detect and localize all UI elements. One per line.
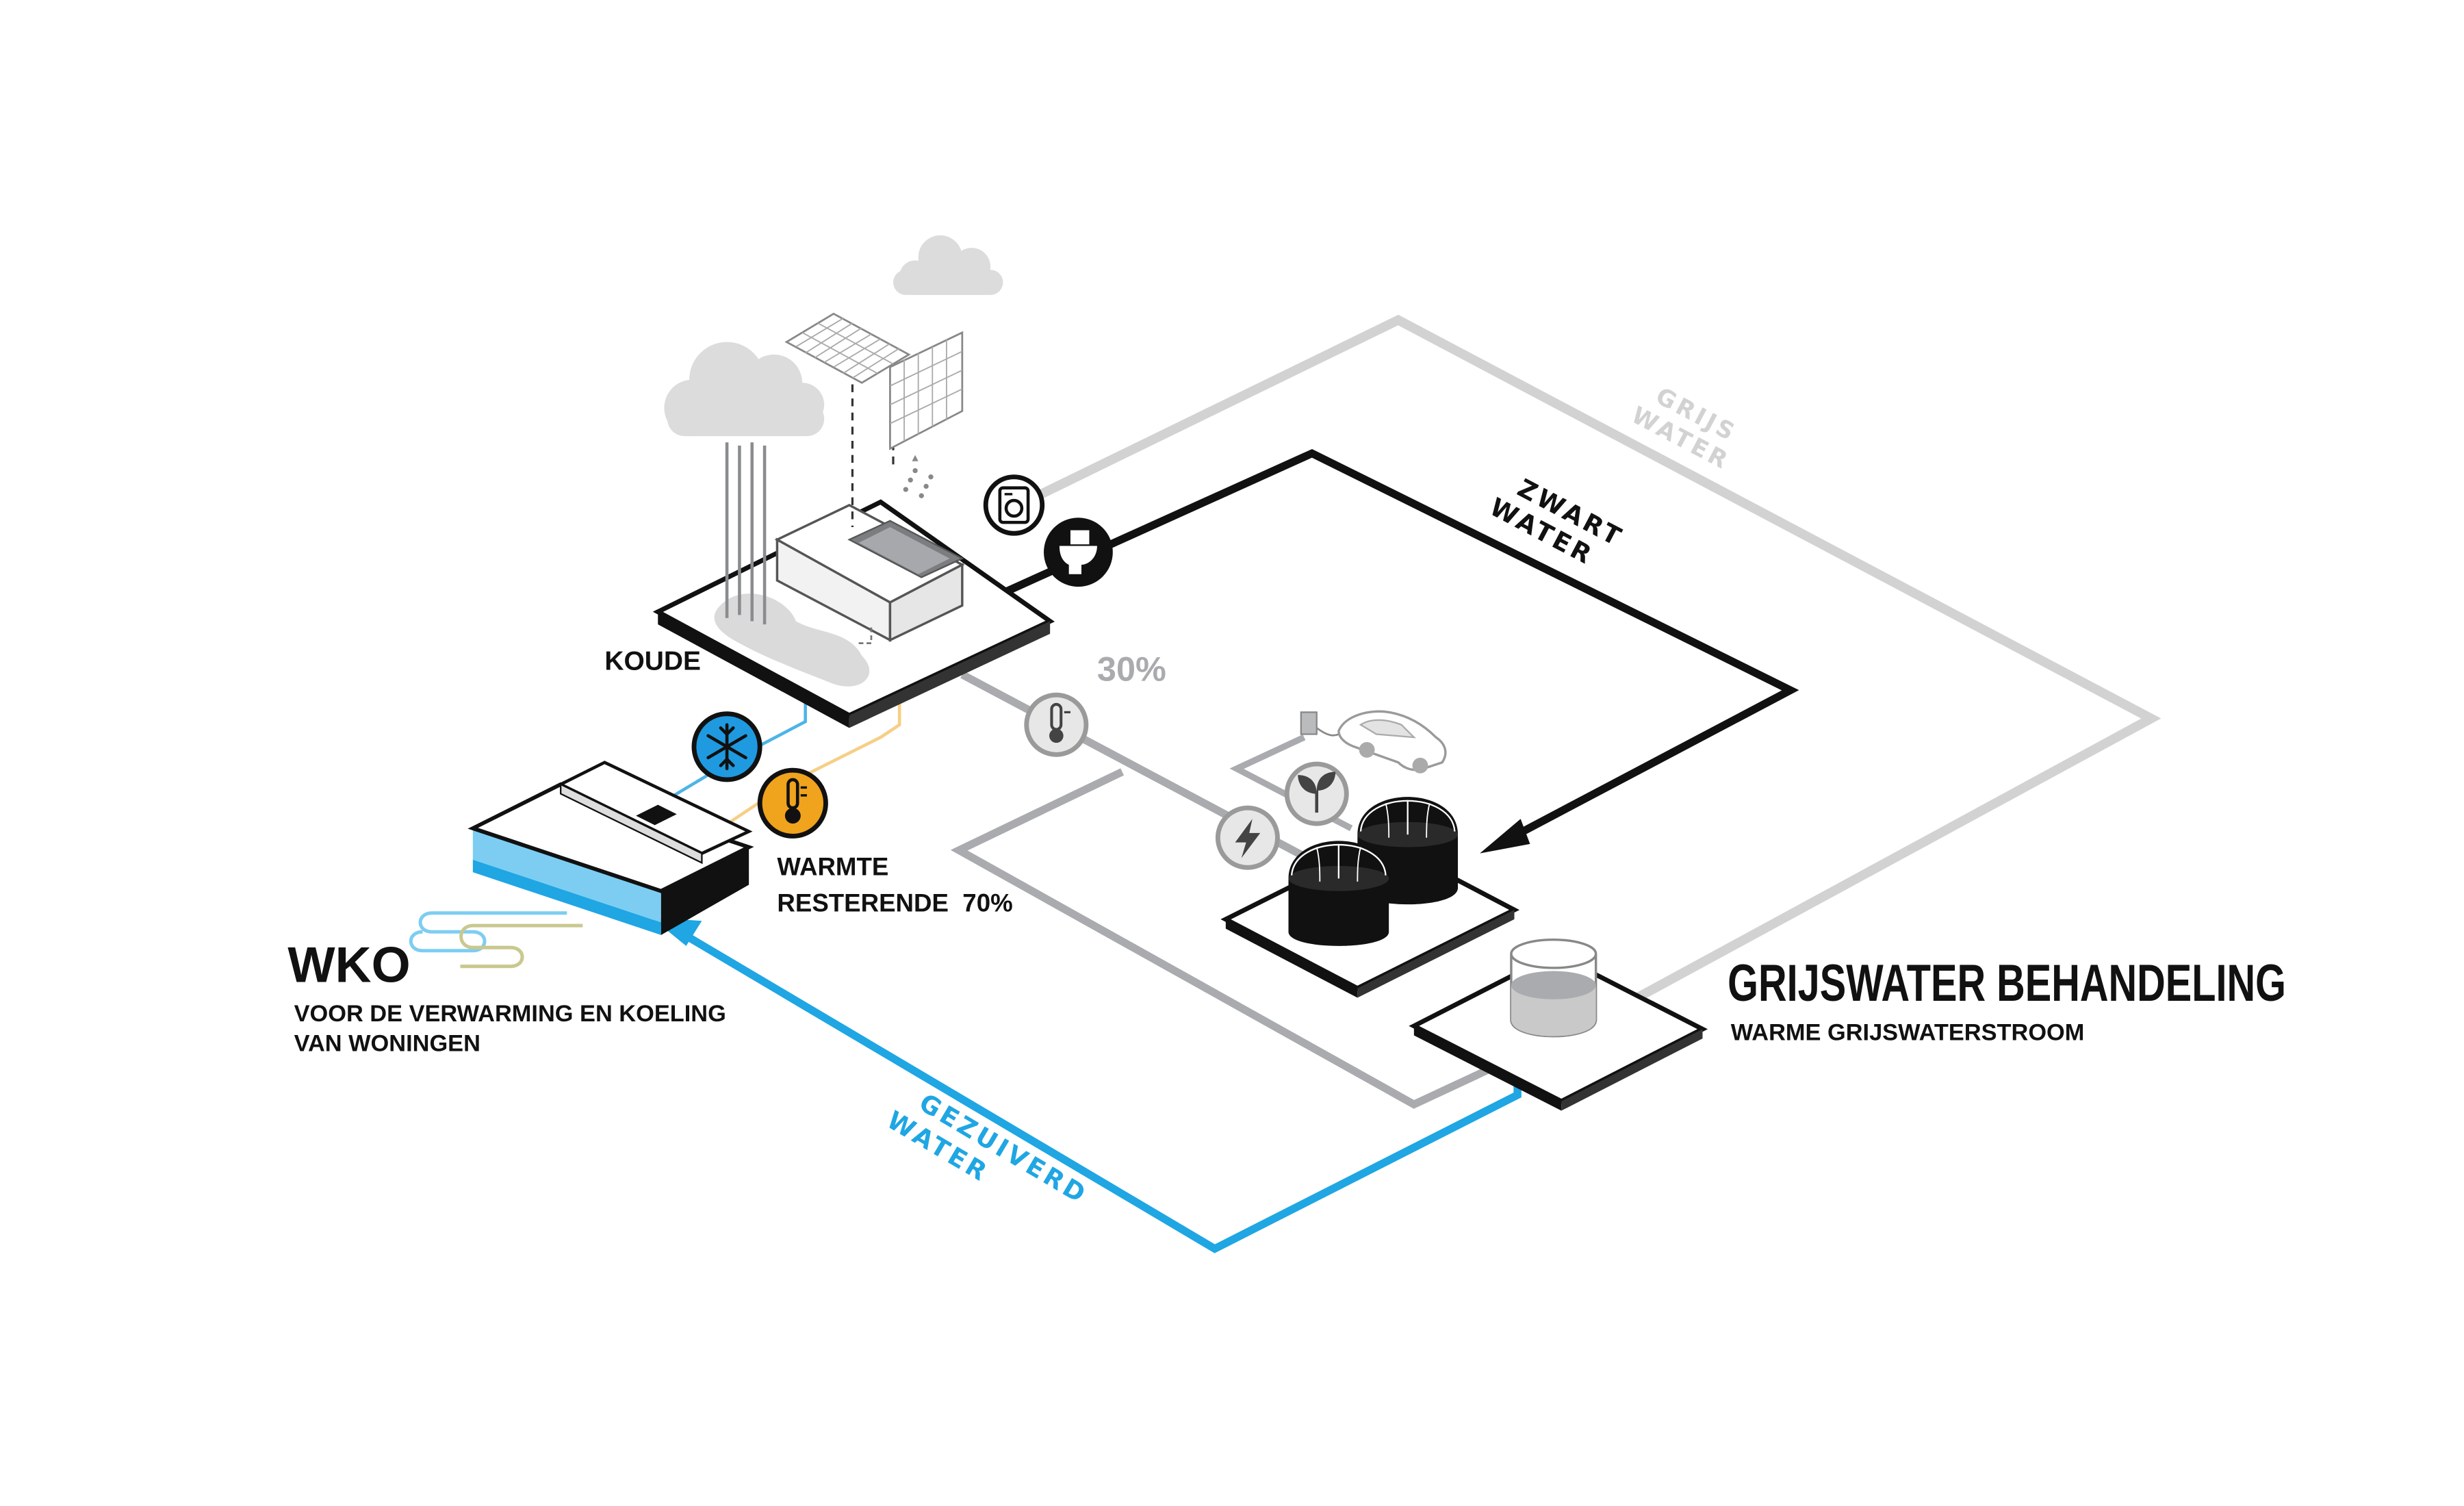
- cloud-small-icon: [893, 235, 1003, 295]
- car-icon: [1300, 710, 1447, 774]
- greywater-title: GRIJSWATER BEHANDELING: [1728, 955, 2286, 1012]
- grey-water-loop: [1023, 314, 2161, 1008]
- toilet-icon: [1044, 518, 1113, 587]
- rain-lines: [725, 442, 767, 625]
- label-warmte: WARMTE: [777, 853, 888, 881]
- ground-loop-blue: [409, 911, 567, 953]
- wko-subtitle-line1: VOOR DE VERWARMING EN KOELING: [294, 1001, 726, 1027]
- sprout-icon: [1284, 761, 1349, 826]
- washing-machine-icon: [983, 474, 1045, 536]
- label-resterende: RESTERENDE 70%: [777, 889, 1012, 917]
- thermometer-grey-icon: [1024, 692, 1089, 757]
- building-dashed-arrow: [858, 627, 873, 644]
- label-koude: KOUDE: [604, 647, 701, 676]
- water-tank-icon: [1510, 938, 1597, 1038]
- grey-pipe-lower-loop: [950, 768, 1510, 1109]
- lightning-icon: [1215, 805, 1280, 870]
- rising-arrows: [903, 455, 934, 498]
- snowflake-icon: [691, 711, 762, 782]
- thermometer-icon: [757, 767, 828, 839]
- black-water-loop: [1001, 448, 1799, 843]
- greywater-subtitle: WARME GRIJSWATERSTROOM: [1731, 1019, 2085, 1045]
- solar-facade-panel: [889, 331, 964, 450]
- solar-panel-icon: [784, 312, 911, 384]
- black-water-arrowhead: [1480, 819, 1530, 854]
- label-percent-30: 30%: [1097, 650, 1166, 689]
- digester-icon: [1288, 797, 1458, 946]
- wko-pool: [467, 761, 754, 935]
- wko-title: WKO: [287, 937, 410, 993]
- cloud-icon: [664, 342, 825, 437]
- ground-loop-warm: [459, 923, 583, 969]
- wko-subtitle-line2: VAN WONINGEN: [294, 1030, 480, 1056]
- building: [774, 503, 965, 642]
